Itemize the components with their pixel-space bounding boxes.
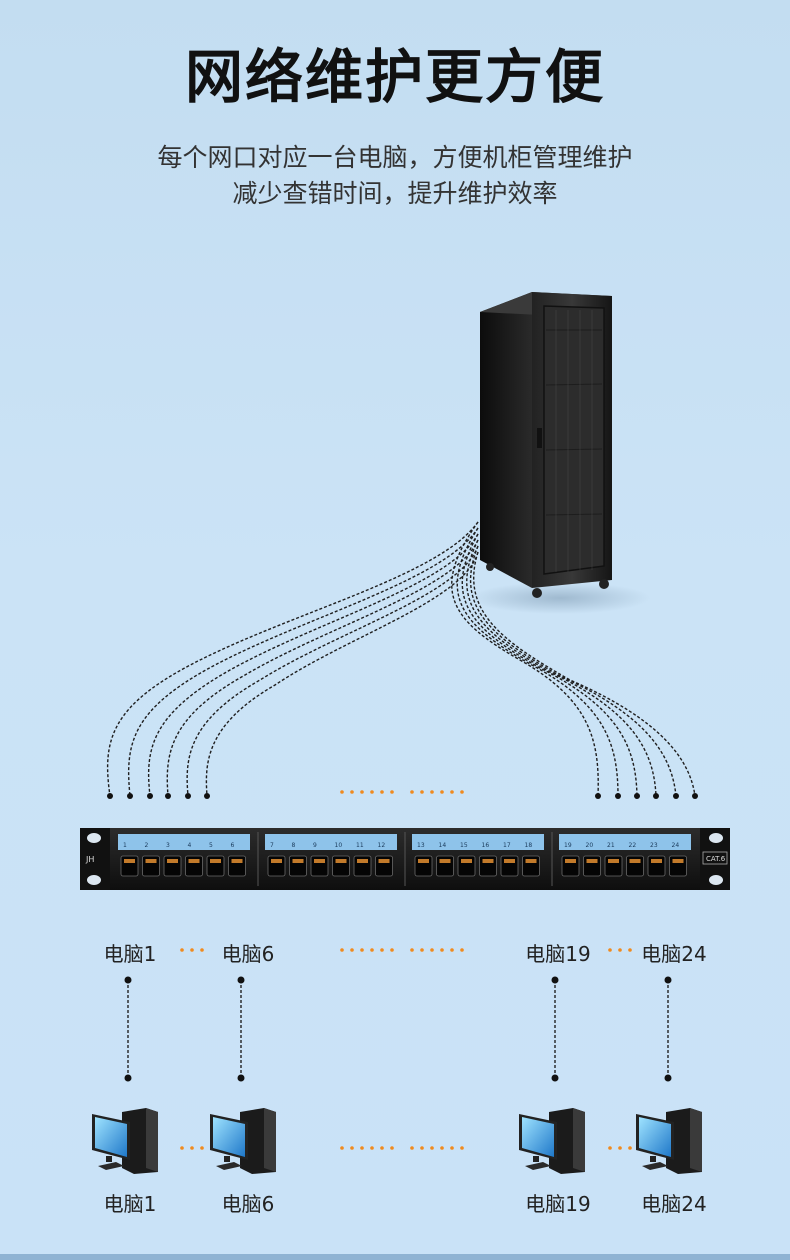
port-number-label: 15	[460, 842, 468, 849]
computer-label-19: 电脑19	[525, 1192, 591, 1216]
computer-label-6: 电脑6	[221, 1192, 275, 1216]
port-contacts	[145, 859, 157, 863]
port-contacts	[525, 859, 537, 863]
port-contacts	[418, 859, 429, 863]
port-number-label: 5	[209, 842, 213, 849]
port-contacts	[608, 859, 619, 863]
port-number-label: 1	[123, 842, 127, 849]
port-number-label: 3	[166, 842, 170, 849]
port-contacts	[565, 859, 576, 863]
computer-24-icon	[636, 1108, 702, 1174]
port-contacts	[124, 859, 135, 863]
subtitle-line-1: 每个网口对应一台电脑，方便机柜管理维护	[157, 143, 633, 172]
port-contacts	[167, 859, 178, 863]
page-title: 网络维护更方便	[184, 43, 605, 111]
port-number-label: 14	[439, 842, 447, 849]
port-contacts	[461, 859, 472, 863]
port-number-label: 17	[503, 842, 511, 849]
port-contacts	[335, 859, 347, 863]
port-contacts	[586, 859, 598, 863]
port-contacts	[672, 859, 684, 863]
port-number-label: 16	[482, 842, 490, 849]
port-contacts	[482, 859, 494, 863]
port-label-computer-6: 电脑6	[221, 942, 275, 966]
port-contacts	[271, 859, 282, 863]
port-number-label: 2	[145, 842, 149, 849]
port-number-label: 8	[292, 842, 296, 849]
port-contacts	[231, 859, 243, 863]
port-number-label: 12	[378, 842, 386, 849]
port-number-label: 4	[188, 842, 192, 849]
port-contacts	[629, 859, 641, 863]
panel-category-badge: CAT.6	[706, 855, 726, 863]
ellipsis-dots-top	[340, 790, 464, 794]
port-number-label: 6	[231, 842, 235, 849]
port-number-label: 20	[586, 842, 594, 849]
port-number-label: 10	[335, 842, 343, 849]
network-cables	[107, 521, 696, 797]
port-number-label: 19	[564, 842, 572, 849]
port-number-label: 18	[525, 842, 533, 849]
ellipsis-dots-labels	[180, 948, 632, 952]
computer-label-1: 电脑1	[103, 1192, 157, 1216]
port-contacts	[292, 859, 304, 863]
port-number-label: 21	[607, 842, 615, 849]
server-rack-cabinet	[470, 292, 650, 614]
port-number-label: 9	[313, 842, 317, 849]
port-label-computer-19: 电脑19	[525, 942, 591, 966]
port-contacts	[188, 859, 200, 863]
subtitle-line-2: 减少查错时间，提升维护效率	[232, 179, 558, 208]
port-contacts	[651, 859, 662, 863]
port-number-label: 11	[356, 842, 364, 849]
port-contacts	[504, 859, 515, 863]
port-number-label: 22	[629, 842, 637, 849]
port-label-computer-24: 电脑24	[641, 942, 707, 966]
ellipsis-dots-computers	[180, 1146, 632, 1150]
port-contacts	[357, 859, 368, 863]
bottom-divider	[0, 1254, 790, 1260]
port-number-label: 7	[270, 842, 274, 849]
computer-label-24: 电脑24	[641, 1192, 707, 1216]
port-label-computer-1: 电脑1	[103, 942, 157, 966]
port-number-label: 24	[672, 842, 680, 849]
cable-endpoints	[107, 793, 698, 799]
computer-19-icon	[519, 1108, 585, 1174]
port-contacts	[439, 859, 451, 863]
computer-1-icon	[92, 1108, 158, 1174]
port-contacts	[378, 859, 390, 863]
panel-brand-logo: JH	[85, 855, 94, 864]
computer-6-icon	[210, 1108, 276, 1174]
port-contacts	[314, 859, 325, 863]
port-number-label: 23	[650, 842, 658, 849]
port-to-computer-lines	[127, 980, 669, 1078]
port-contacts	[210, 859, 221, 863]
port-number-label: 13	[417, 842, 425, 849]
